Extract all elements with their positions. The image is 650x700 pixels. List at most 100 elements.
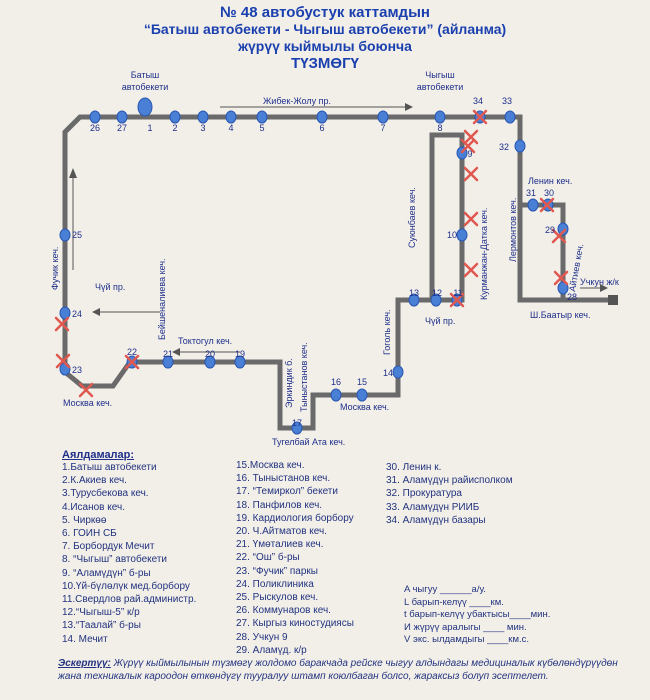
- stop-list-item: 21. Үмөталиев кеч.: [236, 539, 324, 551]
- stop-21[interactable]: [162, 355, 174, 369]
- stop-label: 5: [259, 123, 264, 133]
- stop-list-item: 29. Аламүд. к/р: [236, 644, 307, 656]
- stop-label: 30: [544, 188, 554, 198]
- stop-label: 15: [357, 377, 367, 387]
- note-text: Жүрүү кыймылынын түзмөгү жолдомо баракча…: [58, 658, 618, 682]
- east-terminal-label: автобекети: [417, 82, 464, 92]
- street-beishenalieva: Бейшеналиева кеч.: [157, 258, 167, 340]
- stop-list-item: 30. Ленин к.: [386, 462, 442, 473]
- route-line-lenin: [520, 202, 566, 300]
- street-moskva-right: Москва кеч.: [340, 402, 389, 412]
- stop-list-item: 27. Кыргыз киностудиясы: [236, 618, 354, 630]
- stop-label: 11: [453, 288, 462, 298]
- street-gogol: Гоголь кеч.: [382, 309, 392, 355]
- stop-label: 24: [72, 309, 82, 319]
- title-line-2: “Батыш автобекети - Чыгыш автобекети” (а…: [143, 21, 507, 37]
- stop-label: 16: [331, 377, 341, 387]
- stop-14[interactable]: [392, 365, 404, 379]
- stop-list-item: 3.Турусбекова кеч.: [62, 488, 149, 500]
- uchkun-terminal-icon: [608, 295, 618, 305]
- stop-29[interactable]: [557, 222, 569, 236]
- stat-line: A чыгуу ______а/у.: [404, 584, 486, 595]
- street-tugelbai: Тугелбай Ата кеч.: [272, 437, 345, 447]
- stop-list-item: 2.К.Акиев кеч.: [62, 475, 127, 487]
- stop-13[interactable]: [408, 293, 420, 307]
- stop-25[interactable]: [59, 228, 71, 242]
- stops-list-column-2: 15.Москва кеч.16. Тыныстанов кеч.17. “Те…: [236, 459, 354, 657]
- stop-2[interactable]: [169, 110, 181, 124]
- street-tynystanov: Тыныстанов кеч.: [299, 342, 309, 412]
- stop-label: 19: [235, 349, 245, 359]
- stop-28[interactable]: [557, 281, 569, 295]
- stop-32[interactable]: [514, 139, 526, 153]
- title-line-4: ТҮЗМӨГҮ: [291, 55, 359, 72]
- east-terminal-label: Чыгыш: [425, 70, 454, 80]
- closed-stop-x-marks: [54, 109, 569, 398]
- stop-10[interactable]: [456, 228, 468, 242]
- stop-7[interactable]: [377, 110, 389, 124]
- stop-4[interactable]: [225, 110, 237, 124]
- route-line-upper-left: [62, 114, 432, 431]
- stop-27[interactable]: [116, 110, 128, 124]
- stop-list-item: 10.Үй-бүлөлүк мед.борбору: [62, 580, 190, 592]
- stop-label: 28: [567, 292, 577, 302]
- route-stats-block: A чыгуу ______а/у.L барып-келүү ____км.t…: [404, 584, 550, 647]
- footer-note: Эскертүү: Жүрүү кыймылынын түзмөгү жолдо…: [58, 657, 618, 683]
- stop-15[interactable]: [356, 388, 368, 402]
- stop-list-item: 19. Кардиология борбору: [236, 512, 354, 524]
- stop-8[interactable]: [434, 110, 446, 124]
- route-map: 1 2 3 4 5 6 7 8 33 34 32 31 30 29 28 9 1…: [50, 70, 619, 447]
- stop-list-item: 14. Мечит: [62, 633, 108, 645]
- stop-list-item: 17. “Темиркол” бекети: [236, 486, 338, 498]
- direction-arrow-toktogul: [172, 348, 240, 356]
- stop-12[interactable]: [430, 293, 442, 307]
- stop-list-item: 32. Прокуратура: [386, 488, 462, 500]
- street-toktogul: Токтогул кеч.: [178, 336, 232, 346]
- stop-label: 17: [292, 418, 302, 428]
- stop-list-item: 25. Рыскулов кеч.: [236, 592, 319, 604]
- stop-west-terminal[interactable]: [137, 97, 153, 117]
- stop-list-item: 11.Свердлов рай.администр.: [62, 594, 197, 606]
- stop-list-item: 20. Ч.Айтматов кеч.: [236, 526, 328, 538]
- stop-list-item: 24. Поликлиника: [236, 578, 314, 590]
- stop-26[interactable]: [89, 110, 101, 124]
- stop-list-item: 1.Батыш автобекети: [62, 462, 157, 473]
- stop-list-item: 5. Чиркөө: [62, 514, 107, 526]
- stat-line: L барып-келүү ____км.: [404, 596, 504, 608]
- stat-line: V экс. ылдамдыгы ____км.с.: [404, 634, 529, 645]
- title-line-3: жүрүү кыймылы боюнча: [238, 38, 412, 54]
- stop-33[interactable]: [504, 110, 516, 124]
- stop-3[interactable]: [197, 110, 209, 124]
- street-lenin: Ленин кеч.: [528, 176, 572, 186]
- stop-label: 4: [228, 123, 233, 133]
- stop-label: 27: [117, 123, 127, 133]
- stop-20[interactable]: [204, 355, 216, 369]
- stop-label: 26: [90, 123, 100, 133]
- stops-list-title: Аялдамалар:: [62, 449, 135, 461]
- stop-list-item: 12.“Чыгыш-5” к/р: [62, 607, 140, 619]
- street-lermontov: Лермонтов кеч.: [508, 198, 518, 262]
- stop-list-item: 9. “Аламүдүн” б-ры: [62, 567, 151, 579]
- stop-list-item: 4.Исанов кеч.: [62, 501, 125, 513]
- stop-label: 2: [172, 123, 177, 133]
- stop-17[interactable]: [291, 421, 303, 435]
- stop-31[interactable]: [527, 198, 539, 212]
- stop-label: 6: [319, 123, 324, 133]
- stop-24[interactable]: [59, 306, 71, 320]
- street-chuy-right: Чүй пр.: [425, 316, 455, 326]
- stop-label: 22: [127, 347, 137, 357]
- stop-label: 23: [72, 365, 82, 375]
- street-kurmanzhan: Курманжан-Датка кеч.: [479, 208, 489, 300]
- stat-line: И жүрүү аралыгы ____ мин.: [404, 621, 527, 633]
- stop-6[interactable]: [316, 110, 328, 124]
- title-line-1: № 48 автобустук каттамдын: [220, 4, 430, 21]
- stop-16[interactable]: [330, 388, 342, 402]
- stop-label: 31: [526, 188, 536, 198]
- street-moskva-left: Москва кеч.: [63, 398, 112, 408]
- stop-list-item: 31. Аламүдүн райисполком: [386, 475, 513, 487]
- stop-list-item: 34. Аламүдүн базары: [386, 514, 486, 526]
- stop-5[interactable]: [256, 110, 268, 124]
- stop-list-item: 23. “Фучик” паркы: [236, 565, 318, 577]
- stop-label: 29: [545, 225, 555, 235]
- stop-19[interactable]: [234, 355, 246, 369]
